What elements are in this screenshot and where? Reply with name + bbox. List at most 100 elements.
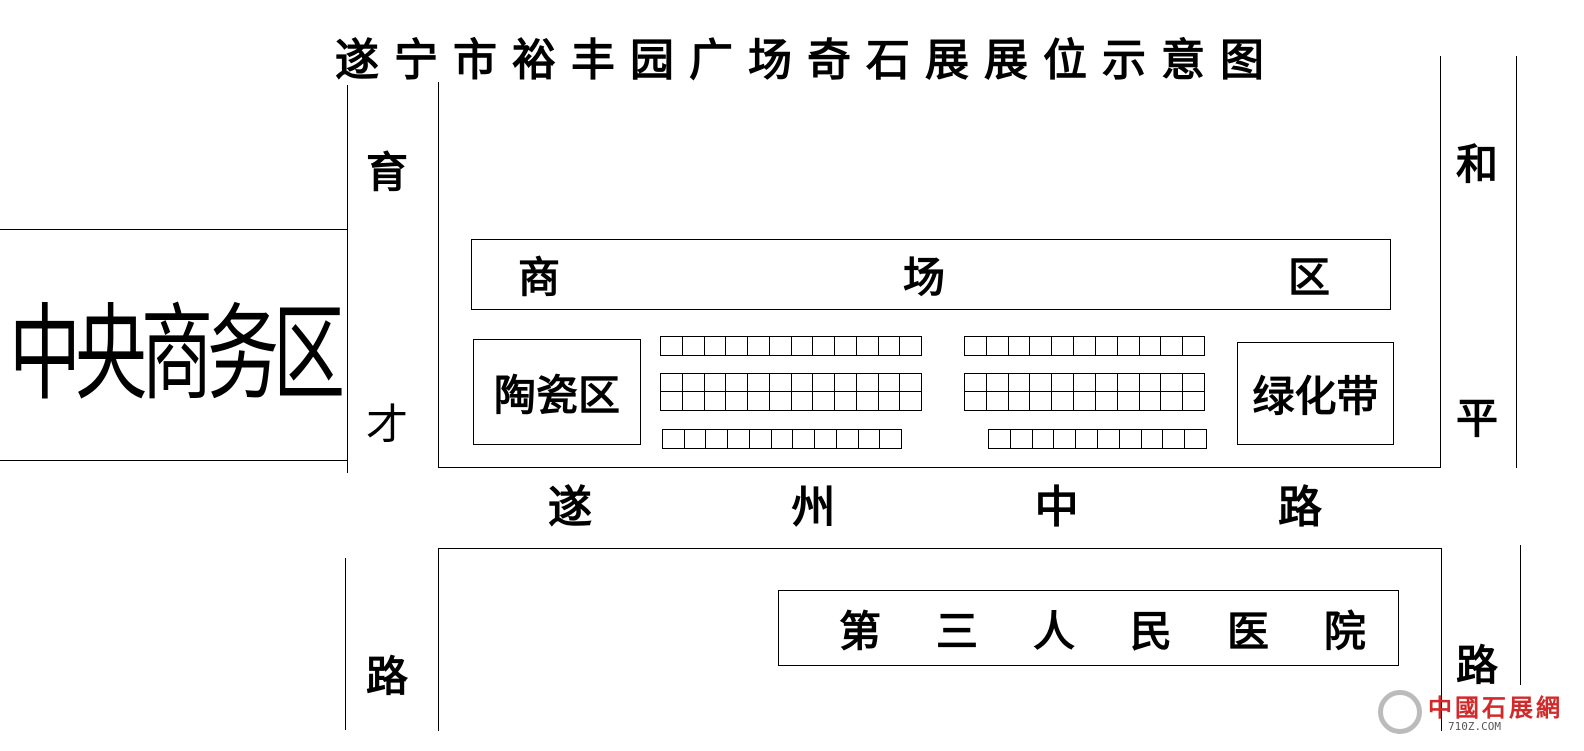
central-business-district: 中央商务区 [0, 229, 348, 460]
hospital-char-3: 人 [1032, 606, 1075, 656]
booth-cell [660, 336, 683, 356]
booth-cell [1094, 373, 1118, 392]
booth-cell [790, 391, 814, 411]
right-road-east-edge-south [1520, 545, 1521, 685]
left-road-west-edge-south [345, 558, 346, 730]
right-road-char-2: 平 [1456, 394, 1499, 443]
booth-cell [683, 429, 707, 449]
booth-cell [1073, 391, 1096, 411]
booth-cell [1162, 429, 1186, 449]
hospital-char-5: 医 [1226, 606, 1269, 656]
booth-cell [879, 429, 903, 449]
booth-cell [660, 373, 683, 392]
booth-cell [1075, 429, 1098, 449]
booth-cell [899, 373, 922, 392]
booth-cell [1007, 391, 1031, 411]
ceramics-zone: 陶瓷区 [473, 339, 641, 445]
booth-cell [877, 336, 901, 356]
booth-cell [747, 373, 770, 392]
booth-cell [855, 336, 879, 356]
booth-cell [1029, 373, 1053, 392]
booth-cell [988, 429, 1011, 449]
booth-cell [855, 373, 879, 392]
booth-cell [1029, 391, 1053, 411]
booth-row-right-middle-upper [964, 373, 1205, 392]
booth-cell [705, 429, 729, 449]
mall-area-char-3: 区 [1287, 253, 1330, 302]
booth-cell [703, 373, 727, 392]
seal-logo-icon [1378, 690, 1422, 734]
cbd-bottom-border [0, 460, 348, 461]
booth-row-right-bottom [988, 429, 1207, 449]
booth-cell [768, 373, 792, 392]
booth-cell [812, 373, 835, 392]
left-road-east-edge [438, 82, 439, 468]
booth-cell [1094, 391, 1118, 411]
booth-cell [1160, 336, 1184, 356]
booth-cell [660, 391, 683, 411]
booth-cell [790, 373, 814, 392]
booth-cell [703, 336, 727, 356]
left-road-char-2: 才 [366, 400, 409, 449]
middle-road-north-edge [438, 467, 1441, 468]
booth-cell [1073, 373, 1096, 392]
booth-cell [834, 373, 857, 392]
booth-cell [835, 429, 859, 449]
booth-cell [1160, 391, 1184, 411]
watermark-url: 710Z.COM [1448, 720, 1501, 733]
booth-cell [703, 391, 727, 411]
booth-cell [662, 429, 685, 449]
booth-cell [1138, 336, 1162, 356]
green-belt-label: 绿化带 [1252, 372, 1379, 421]
booth-cell [1140, 429, 1164, 449]
middle-road-char-2: 州 [791, 482, 836, 533]
booth-cell [725, 336, 748, 356]
mall-area: 商 场 区 [471, 239, 1391, 310]
booth-cell [681, 373, 705, 392]
booth-cell [1118, 429, 1142, 449]
hospital-char-2: 三 [935, 606, 978, 656]
green-belt: 绿化带 [1237, 342, 1394, 445]
booth-cell [1031, 429, 1055, 449]
booth-cell [1051, 373, 1075, 392]
booth-cell [1009, 429, 1033, 449]
left-road-west-edge [347, 85, 348, 473]
booth-cell [964, 373, 987, 392]
booth-cell [834, 391, 857, 411]
booth-row-left-middle-lower [660, 391, 922, 411]
booth-cell [1116, 391, 1140, 411]
booth-cell [1138, 391, 1162, 411]
booth-cell [768, 391, 792, 411]
booth-cell [747, 336, 770, 356]
mall-area-char-1: 商 [518, 253, 561, 302]
booth-cell [1138, 373, 1162, 392]
booth-cell [727, 429, 750, 449]
booth-cell [1073, 336, 1096, 356]
booth-cell [899, 336, 922, 356]
hospital-char-1: 第 [839, 606, 882, 656]
booth-cell [790, 336, 814, 356]
left-road-char-3: 路 [366, 652, 409, 701]
booth-cell [1029, 336, 1053, 356]
booth-cell [1053, 429, 1077, 449]
booth-cell [681, 336, 705, 356]
map-title: 遂宁市裕丰园广场奇石展展位示意图 [335, 35, 1279, 86]
booth-cell [855, 391, 879, 411]
booth-cell [1094, 336, 1118, 356]
booth-cell [1182, 336, 1205, 356]
booth-cell [877, 391, 901, 411]
booth-cell [748, 429, 772, 449]
booth-cell [985, 373, 1009, 392]
booth-cell [1051, 391, 1075, 411]
hospital-char-4: 民 [1129, 606, 1172, 656]
cbd-top-border [0, 229, 348, 230]
booth-row-right-middle-lower [964, 391, 1205, 411]
watermark-text: 中國石展網 [1428, 693, 1563, 722]
booth-cell [1116, 336, 1140, 356]
booth-cell [964, 391, 987, 411]
booth-cell [812, 391, 835, 411]
booth-cell [1116, 373, 1140, 392]
ceramics-zone-label: 陶瓷区 [493, 370, 620, 420]
booth-cell [1007, 336, 1031, 356]
booth-cell [1160, 373, 1184, 392]
